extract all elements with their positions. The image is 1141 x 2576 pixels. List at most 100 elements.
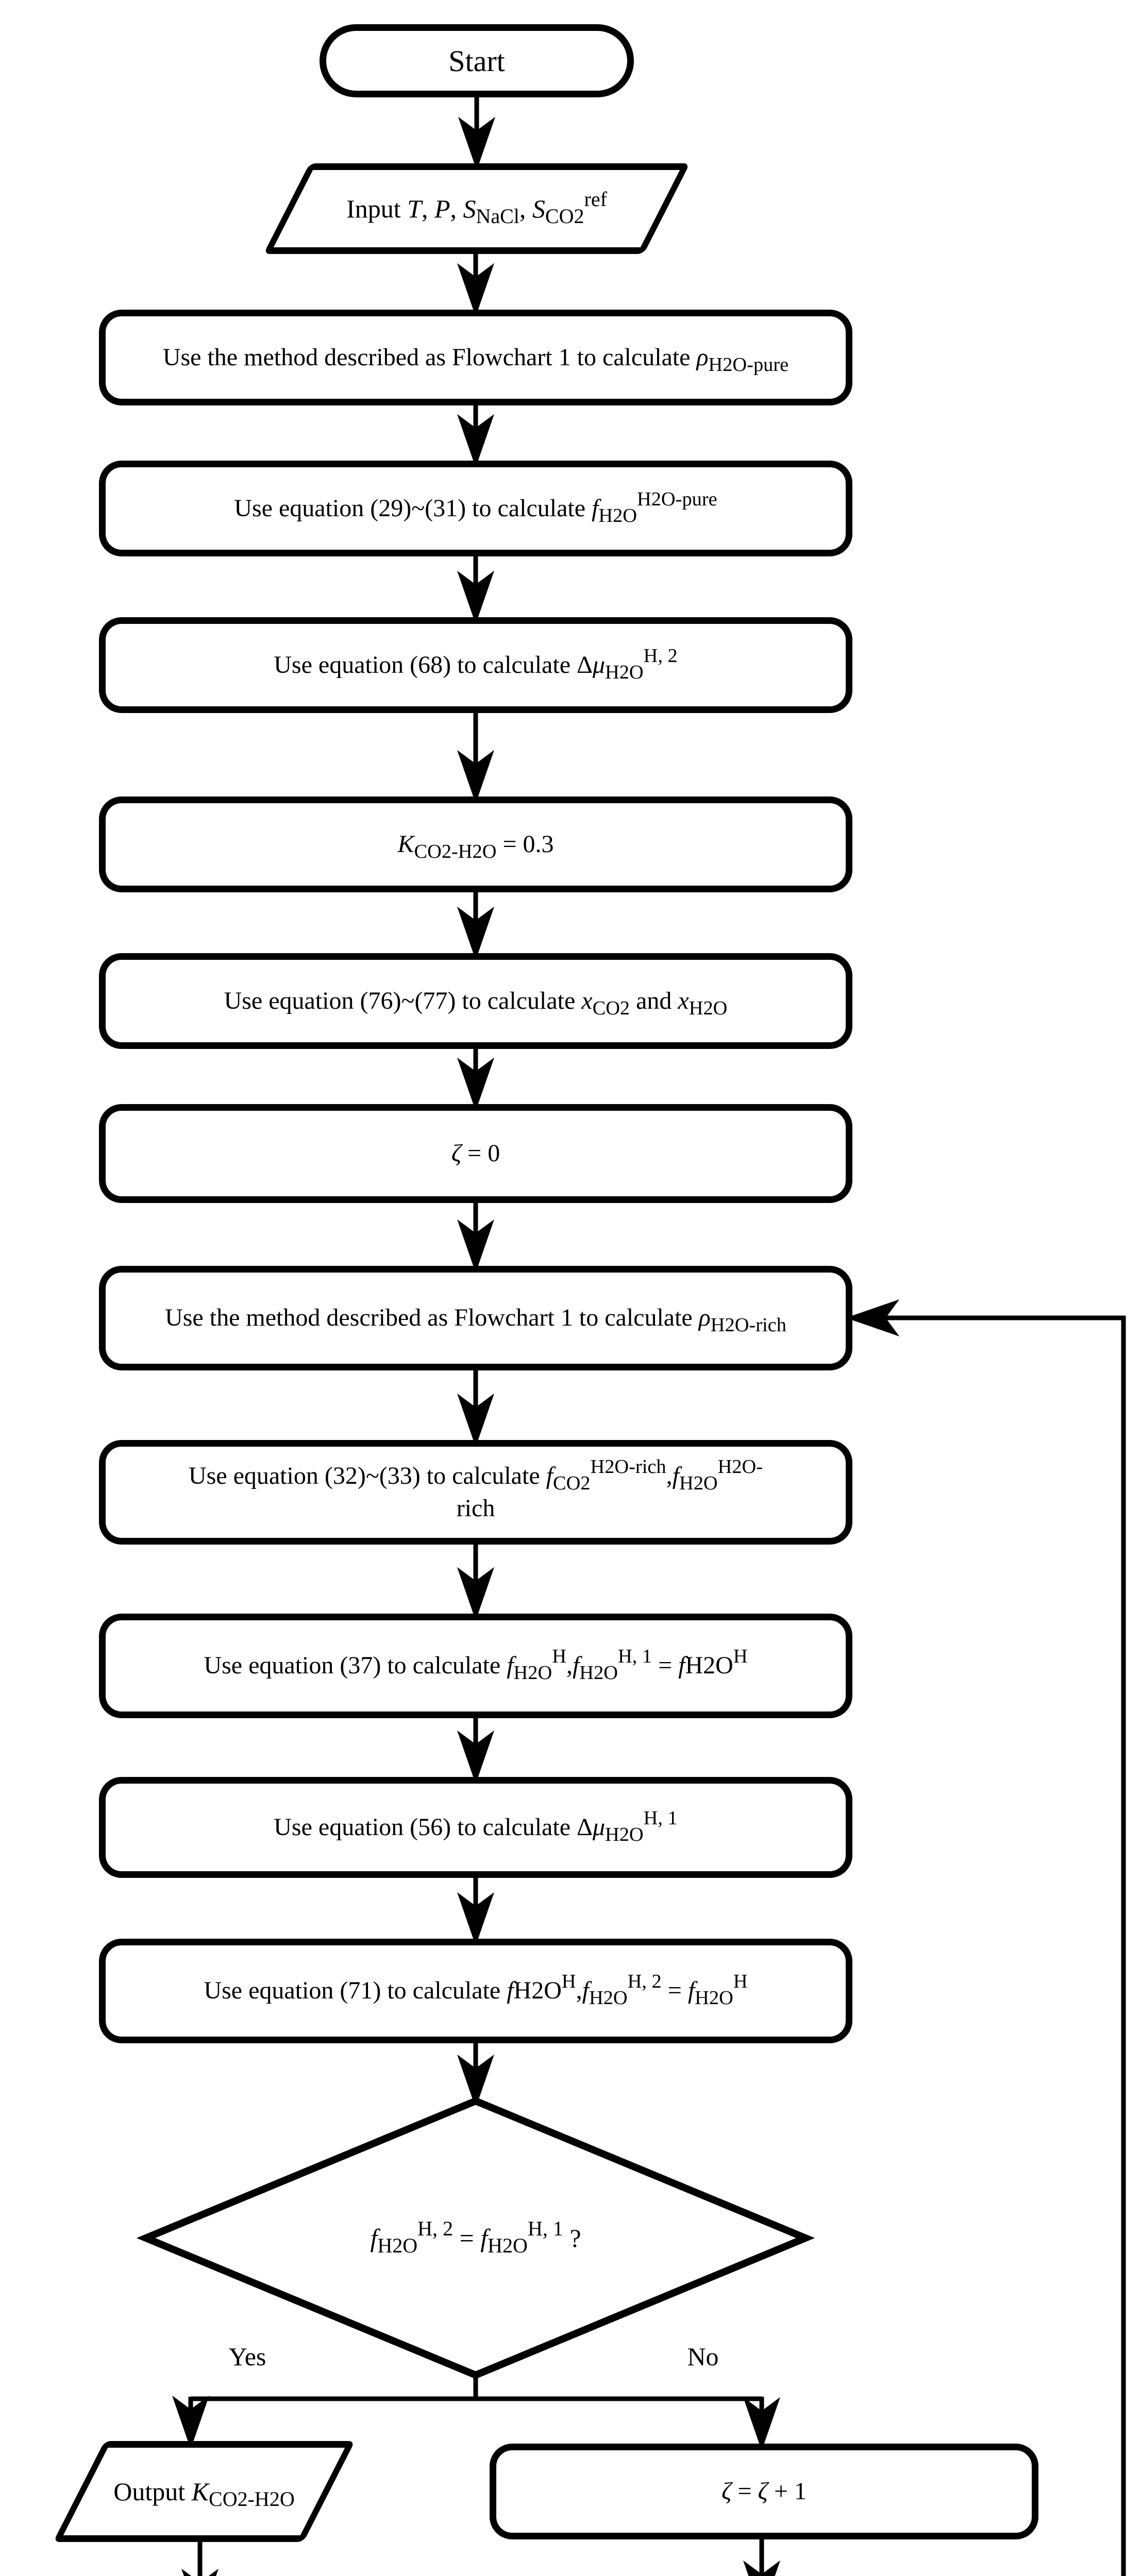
text-segment: Use equation (32)~(33) to calculate — [188, 1462, 546, 1490]
text-segment: H2O-pure — [708, 353, 789, 376]
text-segment: , — [519, 194, 532, 223]
text-segment: , — [450, 194, 463, 223]
process-density-rich: Use the method described as Flowchart 1 … — [99, 1266, 852, 1370]
text-segment: H — [733, 1646, 748, 1668]
text-segment: CO2 — [552, 1472, 591, 1494]
arrowhead — [457, 1393, 495, 1447]
text-segment: f — [678, 1652, 685, 1680]
text-segment: H, 1 — [617, 1646, 652, 1668]
text-segment: T — [407, 194, 422, 223]
text-segment: CO2-H2O — [209, 2487, 295, 2511]
text-segment: Use equation (37) to calculate — [204, 1652, 507, 1680]
text-segment: H2O — [685, 1652, 733, 1680]
text-segment: Input — [346, 194, 408, 223]
text-segment: Use equation (29)~(31) to calculate — [234, 494, 592, 522]
input-label: Input T, P, SNaCl, SCO2ref — [346, 189, 607, 227]
process-label: Use equation (68) to calculate ΔμH2OH, 2 — [274, 646, 678, 683]
text-segment: H — [733, 1971, 748, 1993]
text-segment: μ — [592, 1813, 605, 1841]
text-segment: ζ — [758, 2477, 768, 2505]
text-segment: H2O — [689, 997, 728, 1019]
process-label: ζ = 0 — [451, 1138, 500, 1170]
text-segment: H — [552, 1646, 566, 1668]
text-segment: ref — [584, 188, 607, 211]
process-label: Use equation (37) to calculate fH2OH,fH2… — [204, 1647, 747, 1684]
text-segment: H, 1 — [643, 1807, 678, 1829]
text-segment: , — [566, 1652, 573, 1680]
arrowhead — [457, 750, 495, 804]
text-segment: CO2-H2O — [414, 840, 497, 862]
text-segment: H2O — [605, 1823, 644, 1845]
text-segment: H2O — [598, 504, 637, 527]
text-segment: H2O-pure — [637, 488, 717, 510]
text-segment: H, 2 — [417, 2217, 454, 2240]
text-segment: Use equation (71) to calculate — [204, 1977, 507, 2005]
text-segment: , — [421, 194, 434, 223]
text-segment: H2O — [377, 2234, 418, 2258]
process-chemical-potential-1: Use equation (56) to calculate ΔμH2OH, 1 — [99, 1777, 852, 1878]
output-label: Output KCO2-H2O — [113, 2477, 294, 2510]
text-segment: and — [630, 987, 678, 1014]
text-segment: H2O — [513, 1977, 562, 2005]
process-k-initial: KCO2-H2O = 0.3 — [99, 796, 852, 892]
decision-diamond-shape — [136, 2097, 815, 2379]
text-segment: f — [592, 494, 599, 522]
text-segment: H2O-rich — [590, 1456, 666, 1478]
process-fugacity-hydrate-2: Use equation (71) to calculate fH2OH,fH2… — [99, 1939, 852, 2043]
text-segment: x — [678, 987, 689, 1014]
text-segment: f — [687, 1977, 695, 2005]
text-segment: Use the method described as Flowchart 1 … — [165, 1304, 699, 1332]
process-label: Use the method described as Flowchart 1 … — [165, 1302, 786, 1335]
text-segment: + 1 — [767, 2477, 807, 2505]
text-segment: f — [507, 1977, 514, 2005]
text-segment: f — [507, 1652, 514, 1680]
text-segment: ζ — [451, 1139, 462, 1167]
text-segment: Output — [113, 2477, 192, 2506]
arrowhead — [457, 2054, 495, 2108]
text-segment: H2O — [605, 661, 644, 683]
text-segment: H, 2 — [627, 1971, 662, 1993]
text-segment: H2O- — [717, 1456, 763, 1478]
text-segment: ρ — [696, 343, 709, 371]
start-terminator: Start — [320, 24, 634, 97]
text-segment: , — [666, 1462, 673, 1490]
text-segment: Start — [448, 44, 505, 78]
text-segment: ρ — [698, 1304, 711, 1332]
text-segment: = 0 — [461, 1139, 500, 1167]
text-segment: H, 1 — [527, 2217, 563, 2240]
text-segment: K — [397, 830, 414, 858]
text-segment: ? — [563, 2224, 581, 2252]
text-segment: H, 2 — [643, 645, 678, 667]
process-label: KCO2-H2O = 0.3 — [397, 828, 554, 862]
text-segment: = — [652, 1652, 679, 1680]
text-segment: H2O — [513, 1662, 552, 1684]
decision-label: fH2OH, 2 = fH2OH, 1 ? — [370, 2218, 581, 2256]
text-segment: = 0.3 — [496, 830, 554, 858]
process-label: Use equation (29)~(31) to calculate fH2O… — [234, 489, 717, 527]
text-segment: = — [731, 2477, 758, 2505]
process-label: Use equation (56) to calculate ΔμH2OH, 1 — [274, 1808, 678, 1845]
text-segment: x — [581, 987, 593, 1014]
decision-convergence: fH2OH, 2 = fH2OH, 1 ? — [244, 2187, 708, 2290]
text-segment: f — [480, 2224, 488, 2252]
text-segment: H2O — [679, 1472, 718, 1494]
process-zeta-init: ζ = 0 — [99, 1104, 852, 1203]
text-segment: H2O — [589, 1987, 628, 2009]
process-label: ζ = ζ + 1 — [721, 2476, 807, 2507]
arrowhead — [743, 2560, 781, 2576]
input-parallelogram: Input T, P, SNaCl, SCO2ref — [258, 163, 696, 254]
text-segment: ζ — [721, 2477, 732, 2505]
text-segment: H2O — [695, 1987, 733, 2009]
text-segment: K — [191, 2477, 209, 2506]
process-mole-fractions: Use equation (76)~(77) to calculate xCO2… — [99, 953, 852, 1049]
text-segment: S — [532, 194, 545, 223]
arrowhead — [457, 1730, 495, 1784]
process-label-line1: Use equation (32)~(33) to calculate fCO2… — [188, 1457, 763, 1494]
process-fugacity-hydrate-1: Use equation (37) to calculate fH2OH,fH2… — [99, 1614, 852, 1718]
text-segment: f — [370, 2224, 378, 2252]
process-chemical-potential-2: Use equation (68) to calculate ΔμH2OH, 2 — [99, 617, 852, 713]
text-segment: rich — [456, 1494, 495, 1522]
feedback-loop — [883, 1315, 1126, 2576]
